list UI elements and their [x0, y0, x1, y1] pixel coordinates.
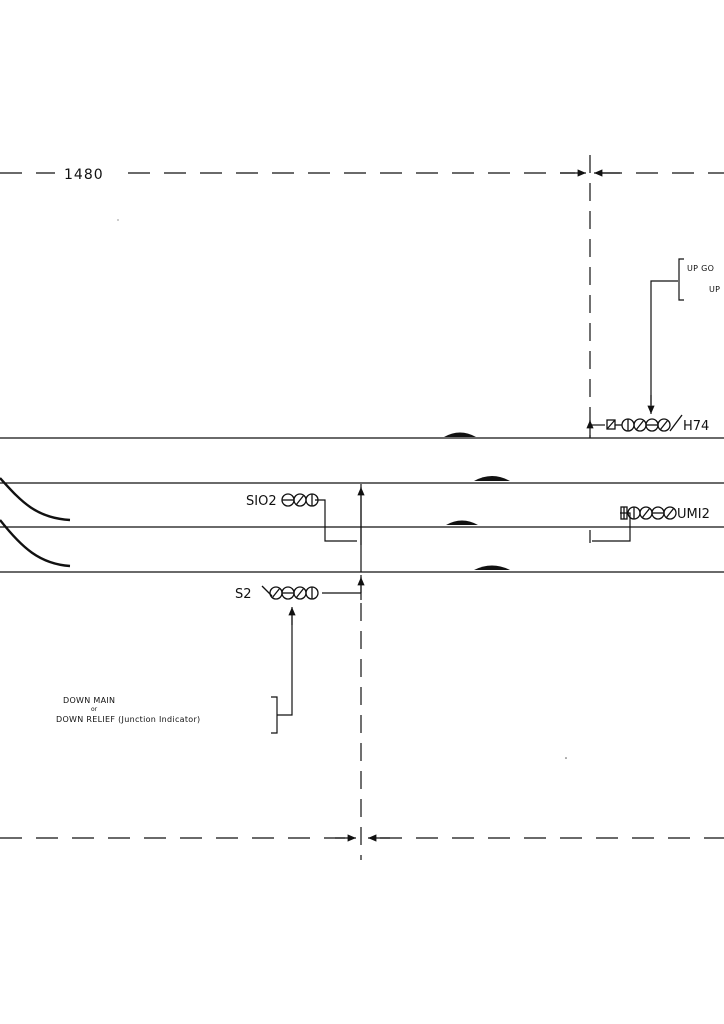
down-route-note-main: DOWN MAIN	[63, 696, 115, 705]
h74-signal-heads	[606, 414, 683, 432]
up-route-note-lower: UP	[709, 285, 720, 294]
down-note-bracket	[271, 696, 278, 734]
up-route-note-upper: UP GO	[687, 264, 714, 273]
up-note-bracket	[678, 258, 684, 301]
turnout-curve-lower	[0, 519, 71, 568]
down-route-note-or: or	[91, 706, 98, 713]
s102-signal-heads	[281, 493, 319, 507]
down-route-note-relief: DOWN RELIEF (Junction Indicator)	[56, 715, 200, 724]
down-note-leader	[277, 615, 293, 716]
track-marker-4	[474, 565, 510, 570]
s102-post	[315, 499, 357, 542]
speck-1	[117, 219, 119, 221]
signal-label-um12: UMI2	[677, 507, 710, 522]
track-marker-2	[474, 476, 510, 481]
signal-label-s102: SIO2	[246, 494, 277, 509]
signal-label-s2: S2	[235, 587, 252, 602]
track-marker-3	[446, 520, 478, 525]
speck-2	[565, 757, 567, 759]
top-dimension-label: 1480	[64, 167, 104, 183]
s2-signal-heads	[261, 585, 319, 600]
um12-signal-heads	[620, 506, 677, 520]
up-note-leader	[650, 280, 678, 405]
um12-post	[592, 512, 631, 542]
signal-label-h74: H74	[683, 419, 709, 434]
turnout-curve-upper	[0, 477, 71, 522]
track-marker-1	[444, 432, 476, 437]
